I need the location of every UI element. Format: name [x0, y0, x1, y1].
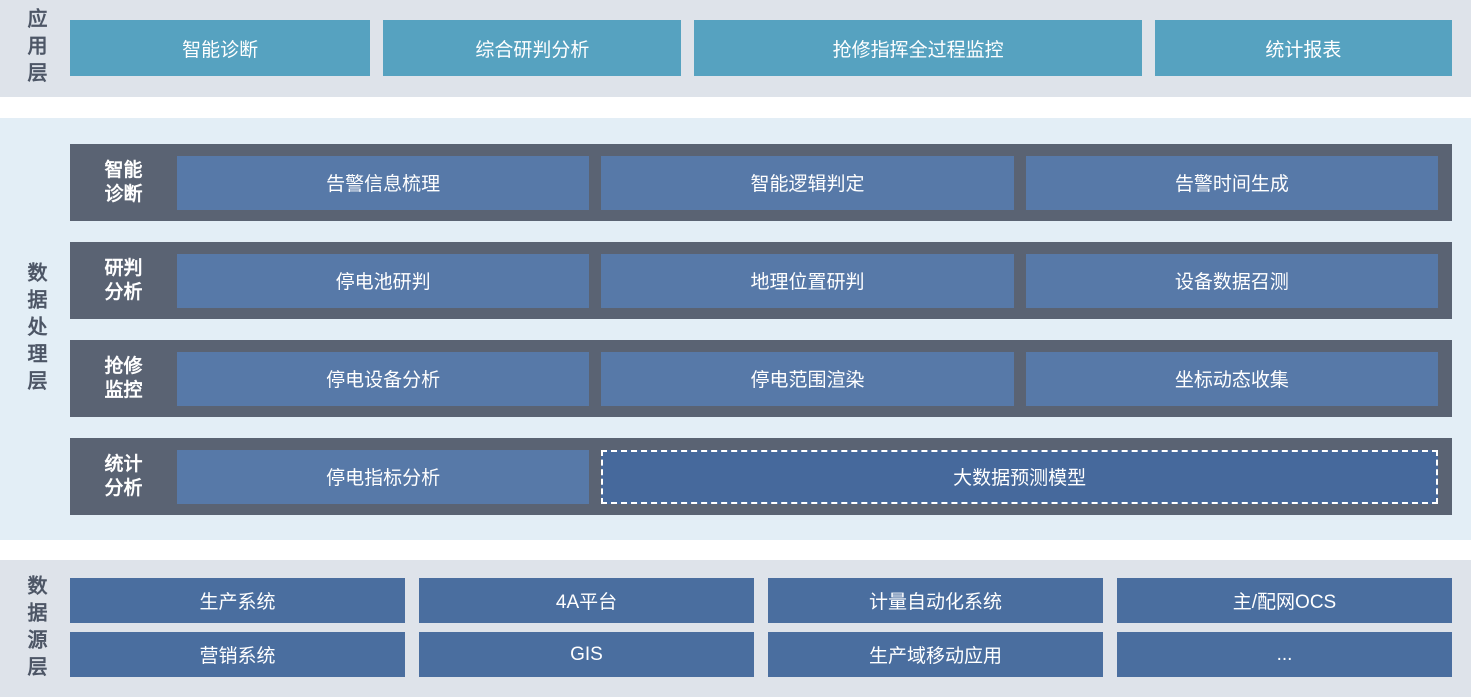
app-block-statistical-reports: 统计报表	[1154, 20, 1452, 76]
proc-row-label-line1: 智能	[104, 159, 143, 181]
source-block-production-system: 生产系统	[70, 578, 405, 623]
band-divider	[0, 540, 1471, 560]
proc-block-big-data-prediction-model: 大数据预测模型	[601, 449, 1438, 504]
data-processing-layer-band: 数据处理层 智能 诊断 告警信息梳理 智能逻辑判定 告警时间生成 研判 分析	[0, 118, 1471, 540]
source-block-production-mobile-app: 生产域移动应用	[768, 632, 1103, 677]
proc-row-label: 抢修 监控	[70, 355, 177, 403]
proc-row-label-line1: 统计	[104, 453, 143, 475]
proc-block-coordinate-dynamic-collection: 坐标动态收集	[1025, 351, 1438, 406]
proc-row-label: 统计 分析	[70, 453, 177, 501]
application-layer-label: 应用层	[24, 8, 46, 89]
band-divider	[0, 97, 1471, 118]
app-block-comprehensive-analysis: 综合研判分析	[383, 20, 682, 76]
proc-block-outage-device-analysis: 停电设备分析	[177, 351, 590, 406]
proc-row-label-line2: 分析	[104, 281, 143, 303]
application-layer-label-column: 应用层	[0, 0, 70, 97]
source-block-main-distribution-ocs: 主/配网OCS	[1117, 578, 1452, 623]
proc-row-label: 研判 分析	[70, 257, 177, 305]
data-processing-layer-label-column: 数据处理层	[0, 118, 70, 540]
proc-row-judgment-analysis: 研判 分析 停电池研判 地理位置研判 设备数据召测	[70, 242, 1452, 319]
proc-block-outage-indicator-analysis: 停电指标分析	[177, 449, 590, 504]
source-block-4a-platform: 4A平台	[419, 578, 754, 623]
proc-row-label-line2: 诊断	[104, 183, 143, 205]
data-processing-layer-label: 数据处理层	[24, 261, 46, 397]
data-processing-rows: 智能 诊断 告警信息梳理 智能逻辑判定 告警时间生成 研判 分析 停电池研判 地…	[70, 118, 1452, 540]
source-block-ellipsis: ...	[1117, 632, 1452, 677]
proc-row-label-line2: 分析	[104, 477, 143, 499]
proc-block-outage-battery-judgment: 停电池研判	[177, 253, 590, 308]
proc-row-items: 停电池研判 地理位置研判 设备数据召测	[177, 253, 1438, 308]
proc-block-outage-range-rendering: 停电范围渲染	[601, 351, 1014, 406]
app-block-repair-command-monitoring: 抢修指挥全过程监控	[694, 20, 1142, 76]
proc-row-label: 智能 诊断	[70, 159, 177, 207]
app-block-intelligent-diagnosis: 智能诊断	[70, 20, 371, 76]
application-layer-band: 应用层 智能诊断 综合研判分析 抢修指挥全过程监控 统计报表	[0, 0, 1471, 97]
proc-block-alarm-info-sorting: 告警信息梳理	[177, 155, 590, 210]
proc-block-intelligent-logic-judgment: 智能逻辑判定	[601, 155, 1014, 210]
application-layer-buttons: 智能诊断 综合研判分析 抢修指挥全过程监控 统计报表	[70, 0, 1452, 97]
proc-block-alarm-time-generation: 告警时间生成	[1025, 155, 1438, 210]
proc-row-intelligent-diagnosis: 智能 诊断 告警信息梳理 智能逻辑判定 告警时间生成	[70, 144, 1452, 221]
source-block-metering-automation-system: 计量自动化系统	[768, 578, 1103, 623]
data-source-layer-label: 数据源层	[24, 574, 46, 683]
proc-block-device-data-recall: 设备数据召测	[1025, 253, 1438, 308]
source-block-marketing-system: 营销系统	[70, 632, 405, 677]
proc-row-items: 告警信息梳理 智能逻辑判定 告警时间生成	[177, 155, 1438, 210]
source-block-gis: GIS	[419, 632, 754, 677]
proc-row-label-line2: 监控	[104, 379, 143, 401]
proc-row-items: 停电指标分析 大数据预测模型	[177, 449, 1438, 504]
proc-row-statistical-analysis: 统计 分析 停电指标分析 大数据预测模型	[70, 438, 1452, 515]
data-source-grid: 生产系统 4A平台 计量自动化系统 主/配网OCS 营销系统 GIS 生产域移动…	[70, 560, 1452, 697]
proc-row-label-line1: 抢修	[104, 355, 143, 377]
data-source-layer-label-column: 数据源层	[0, 560, 70, 697]
proc-row-items: 停电设备分析 停电范围渲染 坐标动态收集	[177, 351, 1438, 406]
proc-row-label-line1: 研判	[104, 257, 143, 279]
data-source-layer-band: 数据源层 生产系统 4A平台 计量自动化系统 主/配网OCS 营销系统 GIS …	[0, 560, 1471, 697]
proc-block-geographic-location-judgment: 地理位置研判	[601, 253, 1014, 308]
proc-row-repair-monitoring: 抢修 监控 停电设备分析 停电范围渲染 坐标动态收集	[70, 340, 1452, 417]
